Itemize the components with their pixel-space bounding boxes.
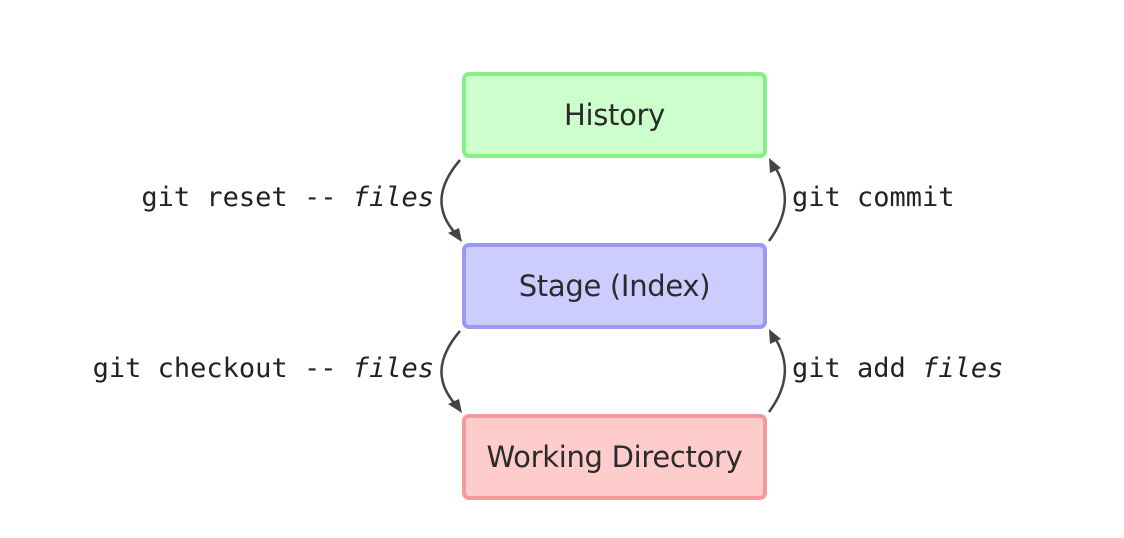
git-commit-label: git commit bbox=[792, 182, 955, 214]
git-commit-command: git commit bbox=[792, 182, 955, 213]
arrowhead-checkout bbox=[448, 399, 462, 413]
stage-label: Stage (Index) bbox=[518, 269, 711, 303]
history-box: History bbox=[462, 72, 767, 158]
arrowhead-commit bbox=[769, 158, 781, 173]
git-checkout-command: git checkout -- bbox=[92, 353, 353, 384]
arrow-add bbox=[767, 337, 786, 413]
working-directory-box: Working Directory bbox=[462, 414, 767, 500]
git-add-command: git add bbox=[792, 353, 923, 384]
arrow-reset bbox=[440, 159, 461, 235]
git-checkout-label: git checkout -- files bbox=[93, 353, 434, 385]
history-label: History bbox=[563, 98, 666, 132]
git-add-label: git add files bbox=[792, 353, 1003, 385]
git-add-arg: files bbox=[922, 353, 1004, 384]
working-directory-label: Working Directory bbox=[486, 440, 743, 474]
stage-box: Stage (Index) bbox=[462, 243, 767, 329]
git-reset-arg: files bbox=[352, 182, 434, 213]
git-reset-command: git reset -- bbox=[141, 182, 353, 213]
arrowhead-reset bbox=[448, 228, 462, 242]
arrowhead-add bbox=[769, 329, 781, 344]
git-reset-label: git reset -- files bbox=[141, 182, 434, 214]
arrow-commit bbox=[767, 166, 786, 242]
git-checkout-arg: files bbox=[352, 353, 434, 384]
arrow-checkout bbox=[440, 330, 461, 406]
